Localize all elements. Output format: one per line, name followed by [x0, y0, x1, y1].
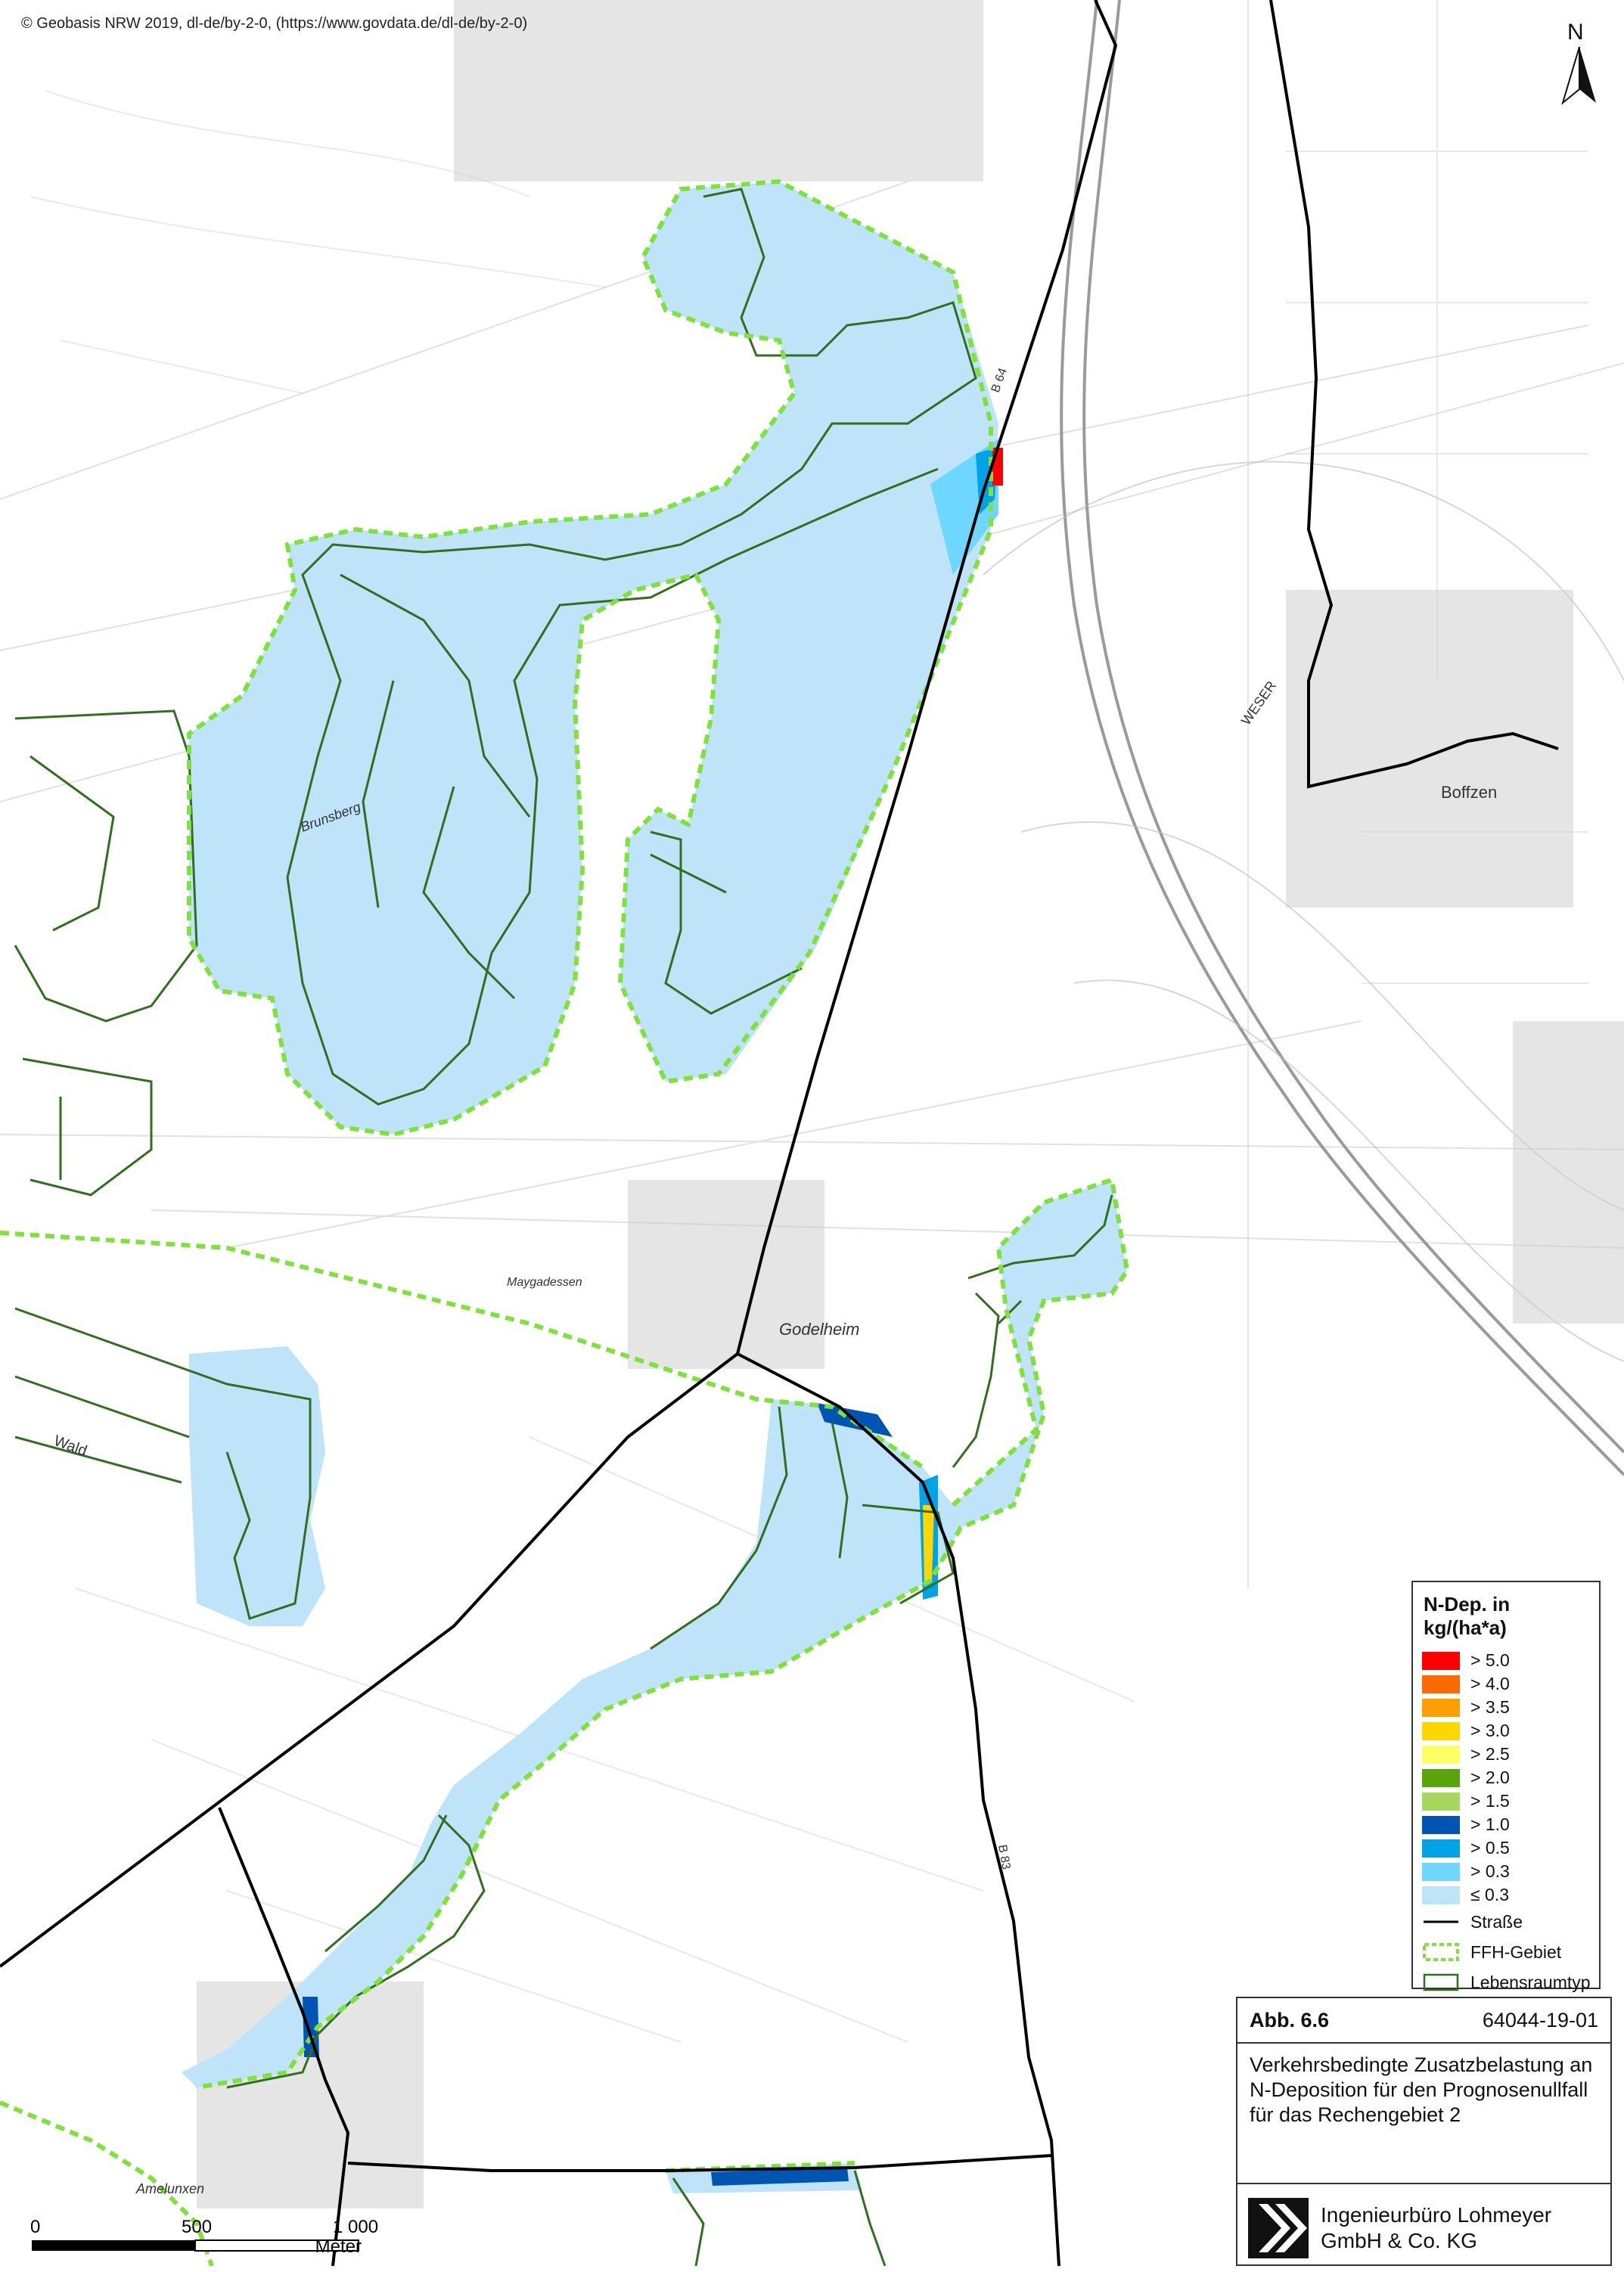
legend-color-swatch [1422, 1698, 1460, 1717]
figure-description-line-1: Verkehrsbedingte Zusatzbelastung an [1250, 2053, 1593, 2076]
company-block: Ingenieurbüro Lohmeyer GmbH & Co. KG [1237, 2184, 1610, 2272]
title-box: Abb. 6.6 64044-19-01 Verkehrsbedingte Zu… [1236, 1997, 1612, 2266]
legend-class-label: > 5.0 [1470, 1650, 1510, 1670]
scale-tick-1000: 1 000 [333, 2217, 378, 2237]
habitat-types [14, 188, 1113, 2266]
legend-class-label: > 4.0 [1470, 1674, 1510, 1693]
legend-class-row: > 3.5 [1422, 1696, 1590, 1719]
legend-color-swatch [1422, 1886, 1460, 1904]
figure-description: Verkehrsbedingte Zusatzbelastung an N-De… [1237, 2044, 1610, 2184]
legend-class-label: > 2.5 [1470, 1744, 1510, 1764]
place-label-weser: WESER [1238, 678, 1279, 728]
project-number: 64044-19-01 [1482, 2008, 1598, 2031]
legend-color-swatch [1422, 1792, 1460, 1811]
legend-classes: > 5.0 > 4.0 > 3.5 > 3.0 > 2.5 > 2.0 > 1.5 > 1.0… [1422, 1649, 1590, 1907]
road-line-icon [1424, 1920, 1458, 1923]
legend-class-label: ≤ 0.3 [1470, 1885, 1509, 1904]
road-label-b64: B 64 [989, 367, 1010, 395]
legend-class-row: > 0.5 [1422, 1836, 1590, 1860]
north-arrow-icon [1561, 46, 1596, 105]
legend-road: Straße [1422, 1907, 1590, 1937]
legend-class-label: > 2.0 [1470, 1768, 1510, 1787]
figure-number: Abb. 6.6 [1250, 2008, 1330, 2031]
company-name: Ingenieurbüro Lohmeyer GmbH & Co. KG [1321, 2202, 1551, 2254]
legend-color-swatch [1422, 1745, 1460, 1764]
north-label: N [1567, 20, 1584, 45]
legend-ffh: FFH-Gebiet [1422, 1937, 1590, 1967]
legend-title: N-Dep. in kg/(ha*a) [1424, 1593, 1511, 1639]
legend-class-label: > 3.5 [1470, 1697, 1510, 1717]
legend-road-label: Straße [1470, 1911, 1523, 1932]
legend-color-swatch [1422, 1768, 1460, 1787]
title-box-header: Abb. 6.6 64044-19-01 [1237, 1998, 1610, 2044]
figure-description-line-3: für das Rechengebiet 2 [1250, 2103, 1461, 2126]
scale-bar-segment-2 [194, 2239, 359, 2252]
legend-color-swatch [1422, 1651, 1460, 1670]
legend-color-swatch [1422, 1675, 1460, 1693]
legend-class-row: > 2.5 [1422, 1743, 1590, 1766]
legend-ffh-label: FFH-Gebiet [1470, 1941, 1562, 1962]
legend-color-swatch [1422, 1721, 1460, 1740]
place-label-maygadessen: Maygadessen [507, 1276, 582, 1289]
company-logo-icon [1248, 2198, 1309, 2258]
legend-class-row: > 2.0 [1422, 1766, 1590, 1789]
legend-class-row: > 4.0 [1422, 1672, 1590, 1696]
legend-class-row: > 0.3 [1422, 1860, 1590, 1883]
scale-tick-0: 0 [30, 2217, 40, 2237]
legend-class-row: > 3.0 [1422, 1719, 1590, 1743]
legend: N-Dep. in kg/(ha*a) > 5.0 > 4.0 > 3.5 > 3.0… [1411, 1581, 1601, 1992]
legend-color-swatch [1422, 1815, 1460, 1834]
legend-habitat: Lebensraumtyp [1422, 1967, 1591, 1997]
legend-class-label: > 0.3 [1470, 1861, 1510, 1881]
legend-class-row: > 5.0 [1422, 1649, 1590, 1672]
legend-color-swatch [1422, 1862, 1460, 1881]
legend-class-row: > 1.5 [1422, 1789, 1590, 1813]
legend-class-row: > 1.0 [1422, 1813, 1590, 1836]
copyright-notice: © Geobasis NRW 2019, dl-de/by-2-0, (http… [21, 15, 528, 32]
legend-habitat-label: Lebensraumtyp [1470, 1972, 1591, 1992]
legend-class-label: > 3.0 [1470, 1721, 1510, 1740]
legend-class-label: > 0.5 [1470, 1838, 1510, 1858]
roads [0, 0, 1559, 2266]
legend-class-row: ≤ 0.3 [1422, 1883, 1590, 1907]
scale-bar: 0 500 1 000 Meter [30, 2217, 378, 2257]
legend-class-label: > 1.0 [1470, 1814, 1510, 1834]
place-label-boffzen: Boffzen [1441, 783, 1497, 802]
scale-unit: Meter [315, 2236, 362, 2257]
settlements [197, 0, 1624, 2208]
scale-tick-500: 500 [182, 2217, 212, 2237]
legend-class-label: > 1.5 [1470, 1791, 1510, 1811]
company-name-line-2: GmbH & Co. KG [1321, 2229, 1477, 2252]
road-label-b83: B 83 [995, 1844, 1012, 1870]
habitat-area-icon [1423, 1973, 1459, 1991]
place-label-amelunxen: Amelunxen [135, 2181, 204, 2196]
place-label-godelheim: Godelheim [779, 1320, 859, 1339]
place-label-wald: Wald [51, 1432, 89, 1460]
company-name-line-1: Ingenieurbüro Lohmeyer [1321, 2203, 1552, 2227]
scale-bar-segment-1 [32, 2240, 195, 2251]
legend-color-swatch [1422, 1839, 1460, 1858]
figure-description-line-2: N-Deposition für den Prognosenullfall [1250, 2078, 1588, 2101]
ffh-area-icon [1423, 1943, 1459, 1961]
